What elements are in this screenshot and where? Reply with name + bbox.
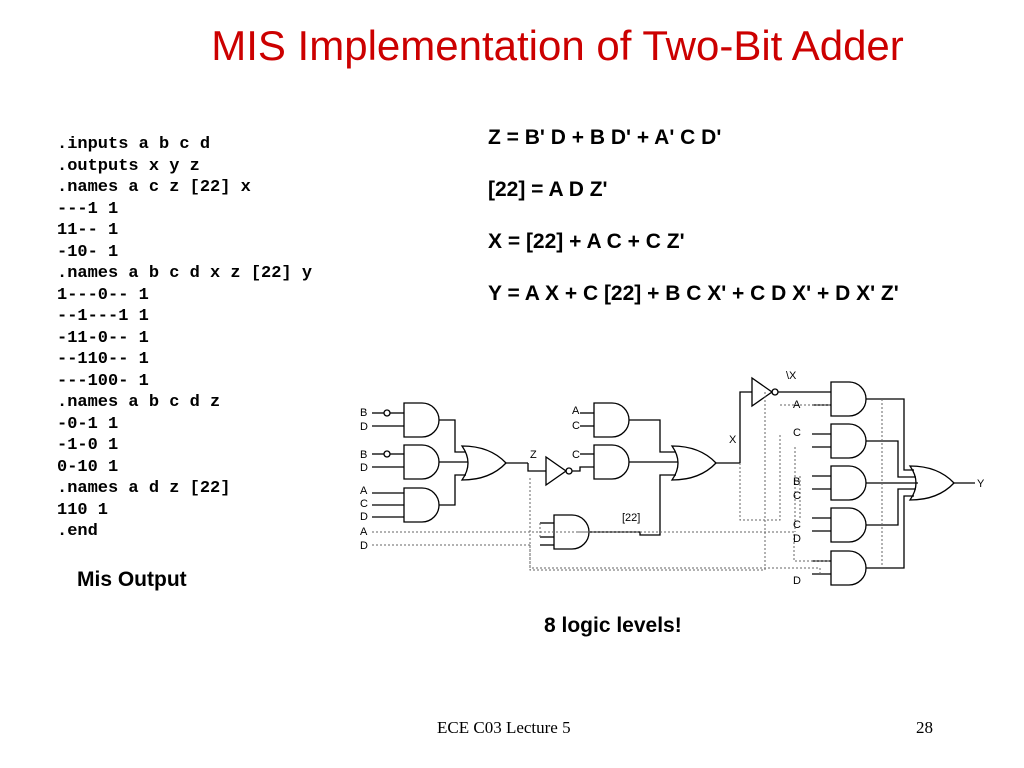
mis-output-code: .inputs a b c d .outputs x y z .names a …	[57, 134, 312, 543]
equation-22: [22] = A D Z'	[488, 178, 608, 201]
label-y-b: B	[793, 476, 800, 488]
and-gate-y-4	[830, 507, 867, 543]
or-gate-z	[461, 445, 507, 481]
code-line: .outputs x y z	[57, 156, 200, 176]
equation-y: Y = A X + C [22] + B C X' + C D X' + D X…	[488, 282, 899, 305]
code-line: -11-0-- 1	[57, 328, 149, 348]
and-gate-y-1	[830, 381, 867, 417]
and-gate-b-d	[403, 402, 440, 438]
levels-note: 8 logic levels!	[544, 614, 682, 637]
code-line: -0-1 1	[57, 414, 119, 434]
code-line: 110 1	[57, 500, 109, 520]
and-gate-y-5	[830, 550, 867, 586]
label-y: Y	[977, 478, 985, 490]
equations: Z = B' D + B D' + A' C D' [22] = A D Z' …	[488, 125, 899, 333]
label-xbar: \X	[786, 370, 797, 382]
and-gate-a-c	[593, 402, 630, 438]
label-b2: B	[360, 449, 367, 461]
code-line: .names a b c d z	[57, 393, 221, 412]
code-line: .names a b c d x z [22] y	[57, 264, 313, 283]
label-d2: D	[360, 462, 368, 474]
and-gate-b-d-2	[403, 444, 440, 480]
label-a3: A	[572, 405, 580, 417]
code-line: ---1 1	[57, 199, 119, 219]
label-y-d2: D	[793, 575, 801, 587]
footer-course: ECE C03 Lecture 5	[437, 718, 571, 737]
label-y-c2: C	[793, 490, 801, 502]
code-line: --110-- 1	[57, 350, 149, 369]
label-a2: A	[360, 526, 368, 538]
and-gate-c-z	[593, 444, 630, 480]
and-gate-a-c-d	[403, 487, 440, 523]
label-d3: D	[360, 511, 368, 523]
code-line: -10- 1	[57, 242, 119, 262]
label-d1: D	[360, 421, 368, 433]
label-c2: C	[572, 420, 580, 432]
code-line: -1-0 1	[57, 436, 119, 455]
code-line: --1---1 1	[57, 307, 149, 326]
slide-title: MIS Implementation of Two-Bit Adder	[211, 22, 904, 69]
equation-z: Z = B' D + B D' + A' C D'	[488, 126, 722, 149]
inverter-z	[545, 455, 568, 487]
code-line: .end	[57, 522, 98, 541]
label-22: [22]	[622, 512, 640, 524]
label-y-d: D	[793, 533, 801, 545]
or-gate-x	[671, 445, 717, 481]
code-line: 1---0-- 1	[57, 285, 149, 305]
label-d4: D	[360, 540, 368, 552]
equation-x: X = [22] + A C + C Z'	[488, 230, 685, 253]
mis-output-caption: Mis Output	[77, 568, 187, 591]
code-line: .inputs a b c d	[57, 135, 211, 154]
label-y-c: C	[793, 427, 801, 439]
code-line: .names a c z [22] x	[57, 178, 251, 197]
label-y-c3: C	[793, 519, 801, 531]
page-number: 28	[916, 718, 933, 737]
and-gate-y-2	[830, 423, 867, 459]
code-line: 0-10 1	[57, 457, 119, 477]
code-line: ---100- 1	[57, 371, 149, 391]
label-c1: C	[360, 498, 368, 510]
and-gate-y-3	[830, 465, 867, 501]
inverter-x	[751, 376, 774, 408]
label-b1: B	[360, 407, 367, 419]
code-line: .names a d z [22]	[57, 479, 231, 498]
label-c3: C	[572, 449, 580, 461]
label-x: X	[729, 434, 737, 446]
label-a1: A	[360, 485, 368, 497]
code-line: 11-- 1	[57, 221, 119, 240]
label-z: Z	[530, 449, 537, 461]
label-y-a: A	[793, 399, 801, 411]
